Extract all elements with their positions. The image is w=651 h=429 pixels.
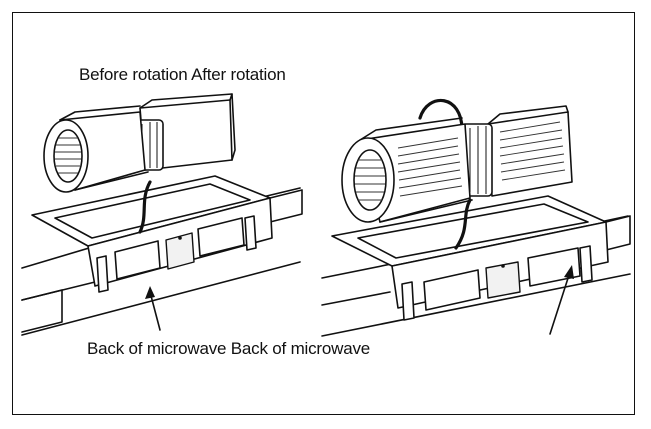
blower-fan-before-icon xyxy=(43,93,236,193)
pointer-arrow-icon xyxy=(145,286,161,331)
right-microwave-back xyxy=(321,195,631,337)
left-microwave-back xyxy=(21,175,303,336)
microwave-back-caption: Back of microwave Back of microwave xyxy=(87,339,371,358)
blower-fan-after-icon xyxy=(341,99,573,223)
right-vent-cover-1 xyxy=(423,269,481,311)
rotation-caption: Before rotation After rotation xyxy=(79,65,286,84)
pointer-arrow-icon-right xyxy=(549,265,574,335)
left-vent-cover-1 xyxy=(114,240,161,280)
left-vent-cover-2 xyxy=(197,217,245,257)
